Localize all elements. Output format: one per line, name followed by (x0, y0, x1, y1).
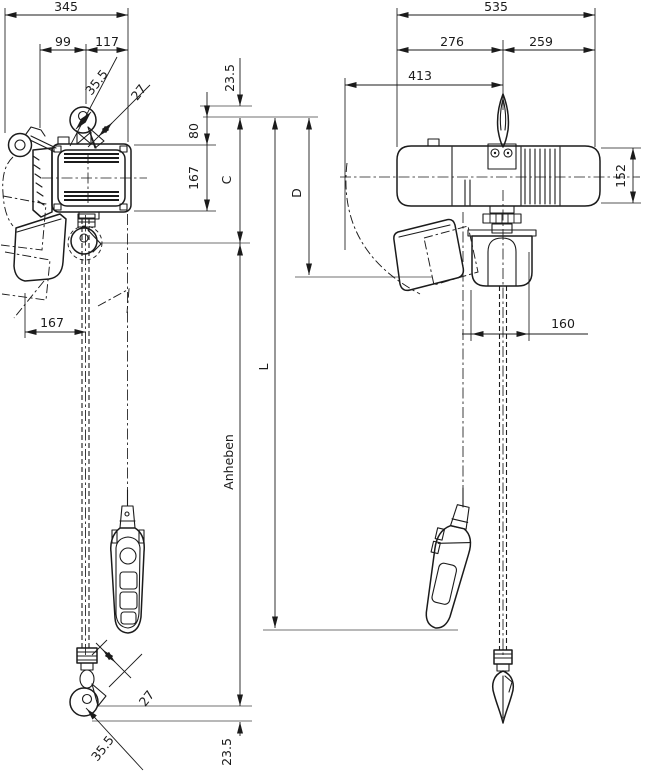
dimensions-front: 345 99 117 35.5 27 23.5 80 167 C A (4, 0, 243, 771)
vent-slots-bottom (64, 191, 119, 201)
load-chain-front (81, 215, 90, 655)
bottom-hook-lowered-front (69, 647, 107, 717)
cable-eyelet-front (7, 126, 57, 158)
pendant-button-up (119, 571, 138, 590)
mount-block-side (482, 205, 522, 234)
hoist-body-side (340, 138, 640, 207)
chain-guide-bracket-front (32, 147, 53, 218)
bottom-hook-raised-front (67, 213, 103, 261)
dim-front-top-hook-opening: 27 (128, 81, 150, 103)
load-chain-side (498, 190, 508, 655)
top-hook-front (57, 106, 105, 149)
top-hook-side (496, 93, 510, 148)
dim-side-right-width: 259 (529, 34, 553, 49)
pendant-control-side (425, 212, 472, 629)
pendant-control-front (110, 214, 145, 634)
vent-slots-top (64, 153, 119, 163)
pendant-button-stop (120, 611, 137, 625)
motor-cooling-fins (524, 148, 556, 205)
front-view (0, 106, 147, 717)
dim-side-d: D (289, 188, 304, 198)
dim-front-headroom-top: 80 (186, 123, 201, 139)
dim-front-left-width: 99 (55, 34, 71, 49)
dim-front-c: C (219, 175, 234, 184)
dim-side-left-width: 276 (440, 34, 464, 49)
dim-front-right-width: 117 (95, 34, 119, 49)
lift-direction-label: Anheben (221, 434, 236, 490)
hook-mount-plate-side (487, 143, 517, 170)
dim-side-hook-offset: 160 (551, 316, 575, 331)
pendant-button-down (119, 591, 138, 610)
dim-front-bottom-offset: 23.5 (219, 738, 234, 766)
swing-arc (345, 162, 421, 295)
reference-lines (92, 105, 458, 722)
dimensions-side: 535 276 259 413 152 160 L D (256, 0, 641, 628)
side-view (340, 93, 640, 724)
pendant-button-top (119, 547, 137, 565)
chain-container-side (345, 162, 479, 295)
hook-housing-side (467, 229, 537, 287)
hoist-body-front (42, 143, 147, 220)
dim-front-top-offset: 23.5 (222, 64, 237, 92)
dim-front-bag-offset: 167 (40, 315, 64, 330)
dim-side-swing-radius: 413 (408, 68, 432, 83)
dim-side-l: L (256, 363, 271, 370)
dim-side-body-height: 152 (613, 164, 628, 188)
dim-front-body-height: 167 (186, 166, 201, 190)
dim-side-total-width: 535 (484, 0, 508, 14)
bottom-hook-side (491, 649, 515, 724)
dim-front-total-width: 345 (54, 0, 78, 14)
chain-container-front (0, 156, 130, 319)
